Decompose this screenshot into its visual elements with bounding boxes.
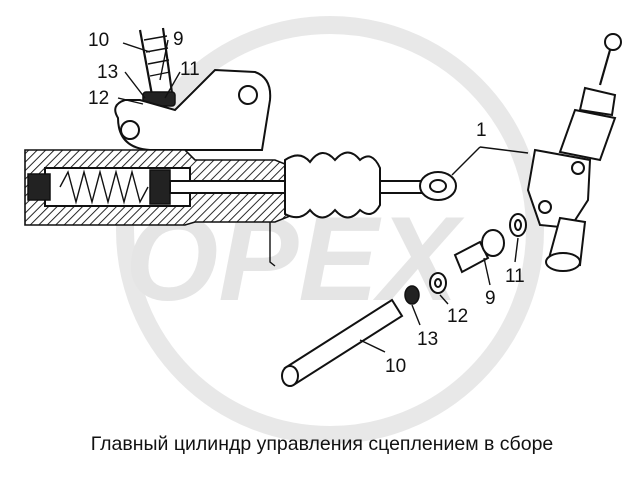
- callout-12-top: 12: [88, 88, 109, 109]
- mounting-flange: [114, 68, 272, 151]
- master-cylinder-section: [24, 27, 457, 267]
- fitting-bolt-9: [453, 240, 490, 274]
- callout-10-top: 10: [88, 30, 109, 51]
- watermark-logo: OPEX: [116, 16, 544, 444]
- rubber-boot: [284, 151, 381, 219]
- top-eye: [604, 33, 622, 51]
- end-plug: [27, 173, 51, 201]
- rod-guide: [558, 108, 617, 162]
- callout-13-bottom: 13: [417, 329, 438, 350]
- callout-11-top: 11: [180, 59, 200, 80]
- callout-9-bottom: 9: [485, 288, 496, 309]
- figure-caption: Главный цилиндр управления сцеплением в …: [91, 433, 554, 455]
- callout-12-bottom: 12: [447, 306, 468, 327]
- callout-9-top: 9: [173, 29, 184, 50]
- spring: [59, 169, 149, 205]
- master-cylinder-assembled: [526, 33, 622, 272]
- callout-13-top: 13: [97, 62, 118, 83]
- clip-13: [404, 285, 420, 305]
- callout-1: 1: [476, 120, 487, 141]
- callout-11-bottom: 11: [505, 266, 525, 287]
- exploded-parts: [281, 213, 527, 387]
- piston: [149, 169, 171, 205]
- leader-lines: [117, 39, 529, 353]
- callout-10-bottom: 10: [385, 356, 406, 377]
